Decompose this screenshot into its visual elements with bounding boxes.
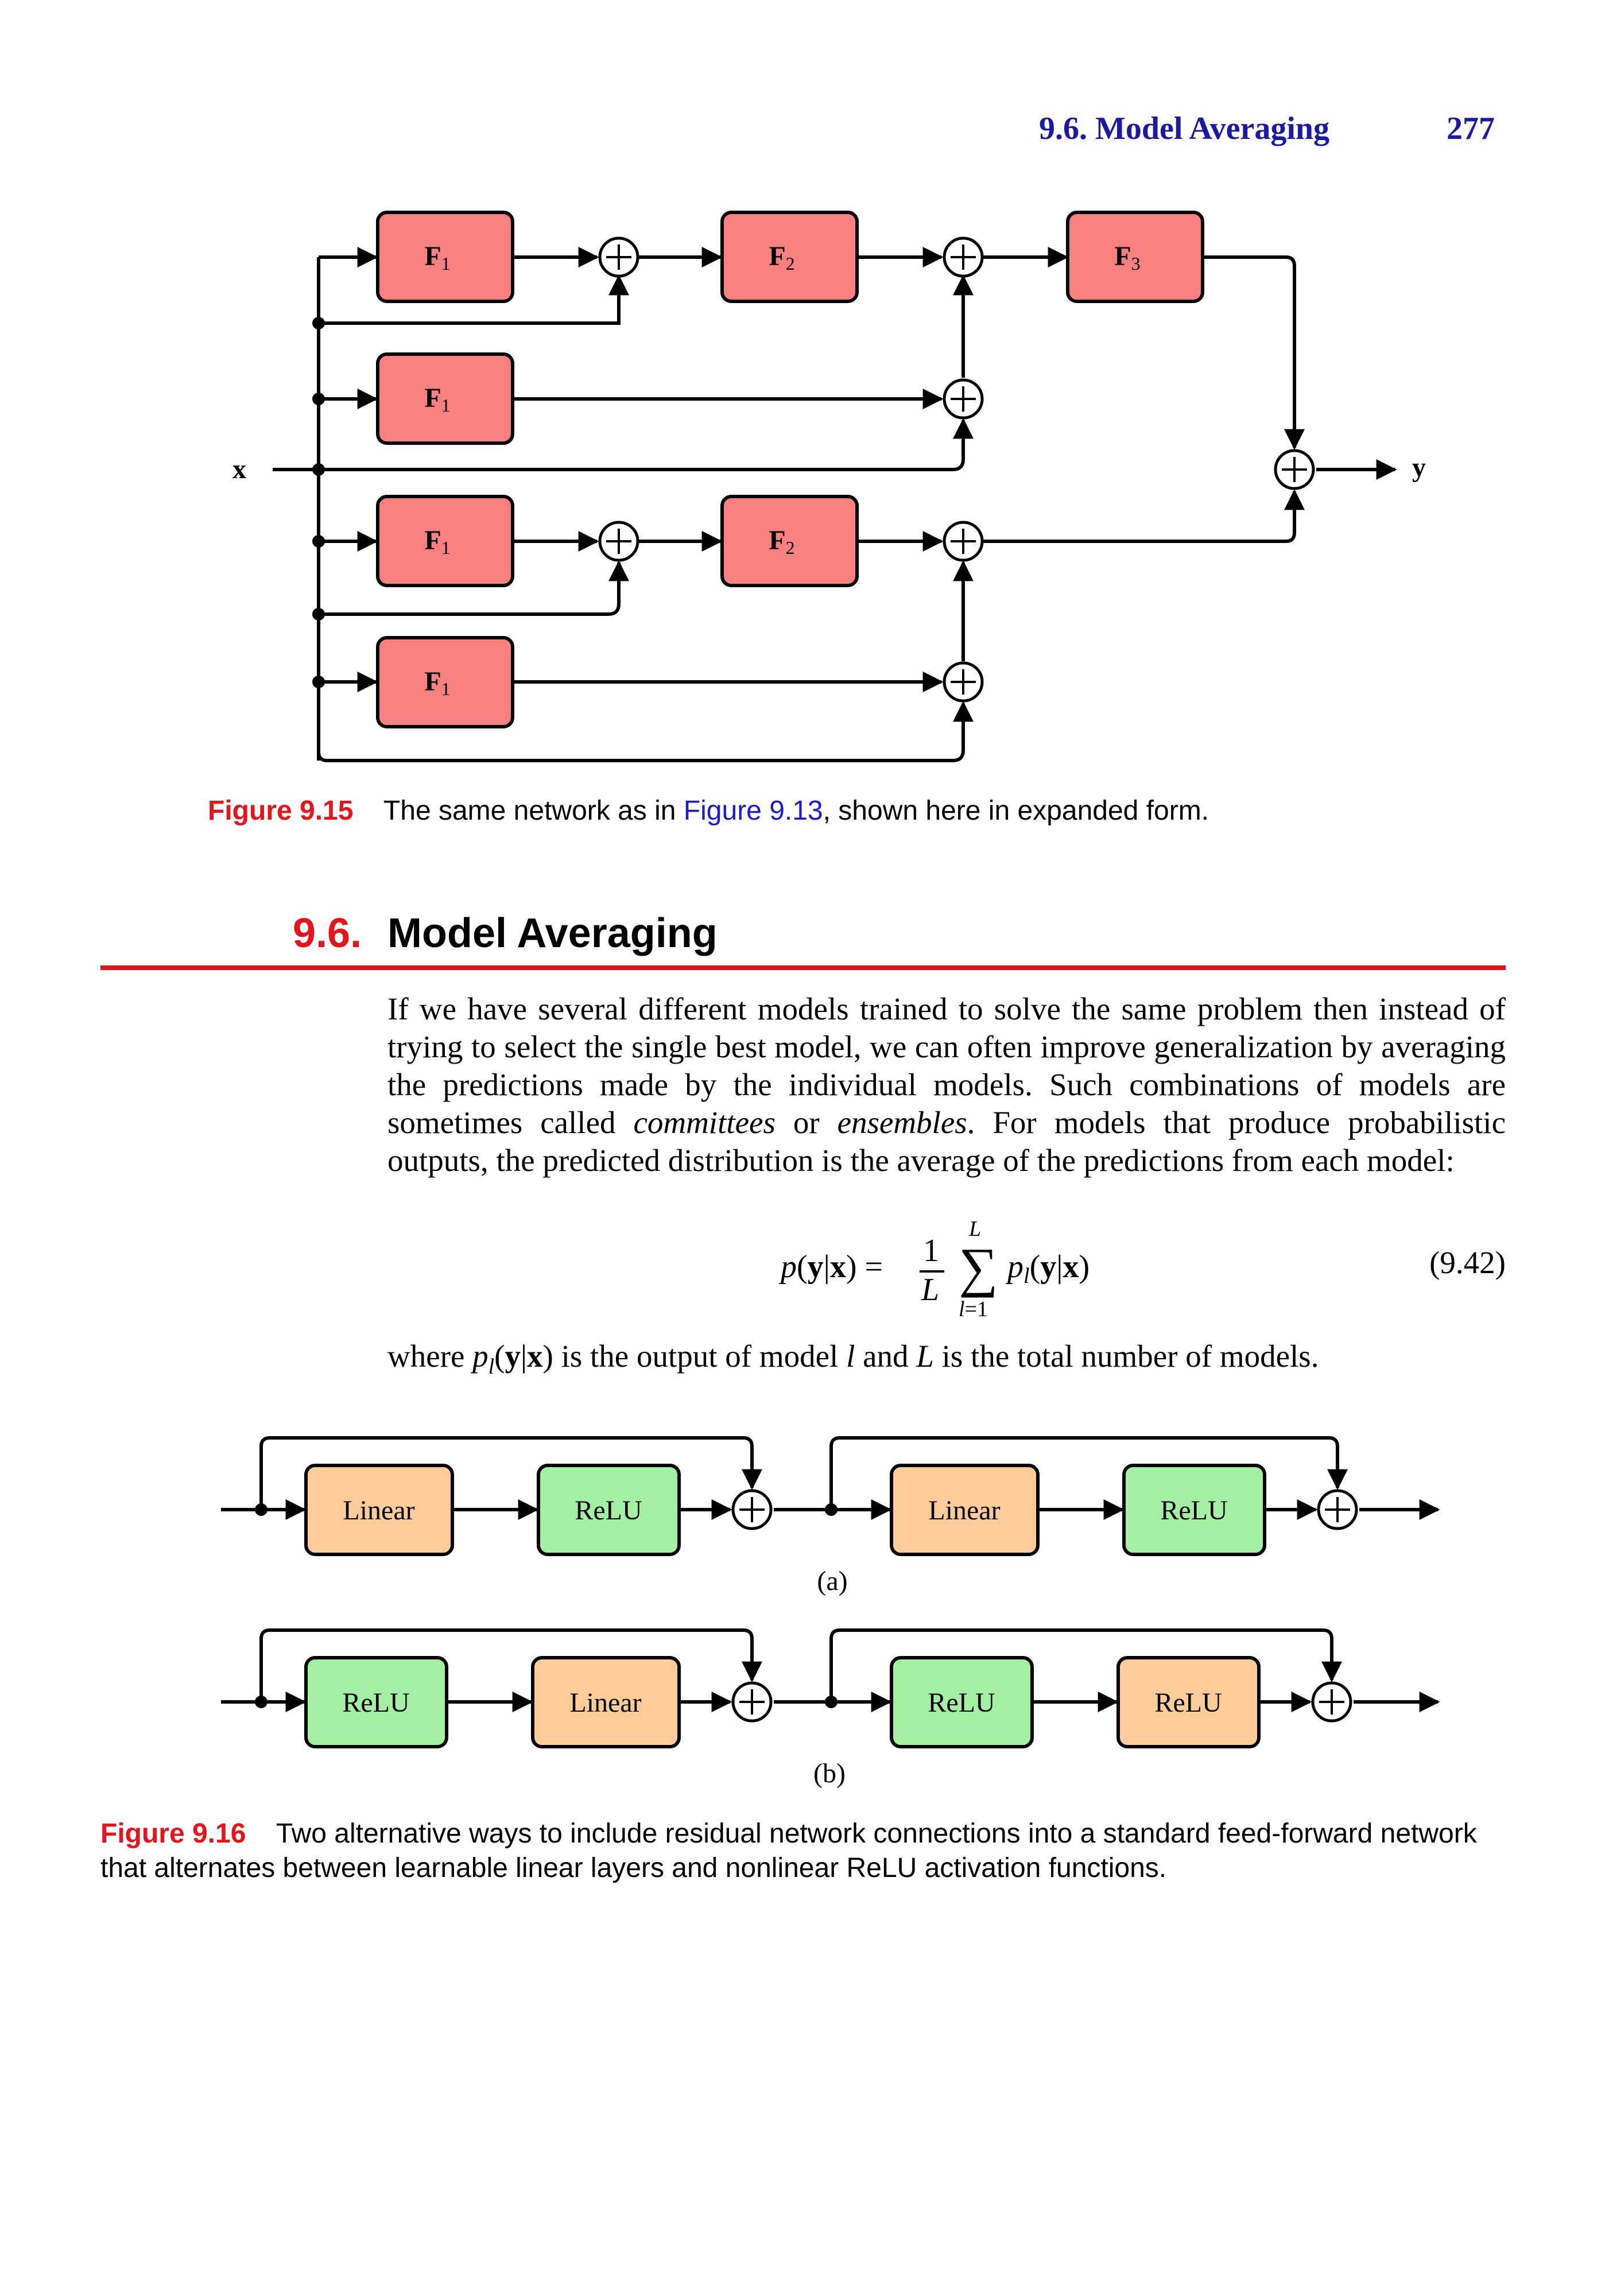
equation-number: (9.42): [1429, 1245, 1506, 1280]
caption-label: Figure 9.16: [100, 1818, 246, 1849]
block-label: ReLU: [1154, 1688, 1222, 1718]
arrow-r3-sum-to-final: [983, 489, 1305, 543]
block-label: F1: [424, 241, 450, 274]
block-label: Linear: [928, 1495, 1000, 1526]
block-label: ReLU: [928, 1688, 995, 1718]
after-equation-text: where pl(y|x) is the output of model l a…: [387, 1339, 1319, 1379]
output-label: y: [1412, 452, 1426, 483]
input-label: x: [232, 454, 246, 484]
junction-dot: [312, 676, 325, 688]
block-r1-f3: [1066, 211, 1204, 303]
block-a-relu-1: [537, 1464, 681, 1556]
block-label: F1: [424, 525, 450, 558]
section-number: 9.6.: [292, 910, 362, 956]
block-r3-f1: [376, 495, 514, 587]
block-label: ReLU: [575, 1495, 642, 1526]
junction-dot: [312, 317, 325, 329]
svg-text:1: 1: [923, 1233, 939, 1269]
svg-text:∑: ∑: [959, 1236, 998, 1298]
caption-text: The same network as in: [383, 796, 684, 826]
arrow-x-to-r2-sum: [319, 418, 974, 471]
block-label: Linear: [343, 1495, 414, 1526]
svg-text:l=1: l=1: [959, 1297, 988, 1321]
block-b-relu-1: [304, 1656, 448, 1748]
block-label: F3: [1114, 241, 1140, 274]
svg-text:p(y|x) =: p(y|x) =: [778, 1249, 883, 1285]
figure-9-15: F1 F2 F3 F1 F1 F2 F1 x y: [232, 211, 1426, 762]
block-label: Linear: [569, 1688, 641, 1718]
arrow-f3-to-final-sum: [1204, 255, 1305, 450]
skip-r1: [319, 274, 629, 325]
figure-9-15-caption: Figure 9.15 The same network as in Figur…: [208, 794, 1505, 828]
block-label: ReLU: [342, 1688, 409, 1718]
figure-link[interactable]: Figure 9.13: [683, 796, 823, 826]
caption-text: Two alternative ways to include residual…: [100, 1818, 1477, 1883]
block-r3-f2: [720, 495, 859, 587]
block-b-linear-1: [531, 1656, 681, 1748]
block-a-relu-2: [1122, 1464, 1266, 1556]
subfigure-label-b: (b): [813, 1758, 846, 1789]
page-number: 277: [1447, 111, 1495, 146]
subfigure-label-a: (a): [817, 1566, 847, 1596]
svg-text:pl(y|x): pl(y|x): [1005, 1249, 1090, 1288]
block-a-linear-1: [304, 1464, 454, 1556]
skip-r3: [319, 560, 629, 616]
block-label: F1: [424, 666, 450, 699]
junction-dot: [312, 535, 325, 548]
block-b-relu-3: [1116, 1656, 1261, 1748]
block-r1-f1: [376, 211, 514, 303]
block-label: F1: [424, 383, 450, 416]
block-r2-f1: [376, 352, 514, 445]
block-label: F2: [769, 525, 794, 558]
svg-text:L: L: [921, 1272, 939, 1308]
block-r4-f1: [376, 636, 514, 728]
block-label: F2: [769, 241, 794, 274]
section-rule: [100, 965, 1506, 970]
block-r1-f2: [720, 211, 859, 303]
section-title: Model Averaging: [387, 910, 718, 956]
caption-text: , shown here in expanded form.: [823, 796, 1209, 826]
block-b-relu-2: [890, 1656, 1034, 1748]
figure-9-16: Linear ReLU Linear ReLU ReLU Linear ReLU…: [221, 1436, 1440, 1789]
caption-label: Figure 9.15: [208, 796, 354, 826]
junction-dot: [312, 463, 325, 476]
junction-dot: [312, 393, 325, 405]
equation-9-42: p(y|x) = 1 L ∑ L l=1 pl(y|x): [778, 1217, 1090, 1321]
junction-dot: [312, 608, 325, 620]
block-a-linear-2: [890, 1464, 1040, 1556]
body-paragraph: If we have several different models trai…: [387, 991, 1506, 1178]
figure-9-16-caption: Figure 9.16 Two alternative ways to incl…: [100, 1817, 1506, 1886]
svg-text:L: L: [968, 1217, 981, 1241]
arrow-bottom-skip: [317, 701, 974, 762]
block-label: ReLU: [1160, 1495, 1227, 1526]
running-head: 9.6. Model Averaging: [1039, 111, 1330, 146]
